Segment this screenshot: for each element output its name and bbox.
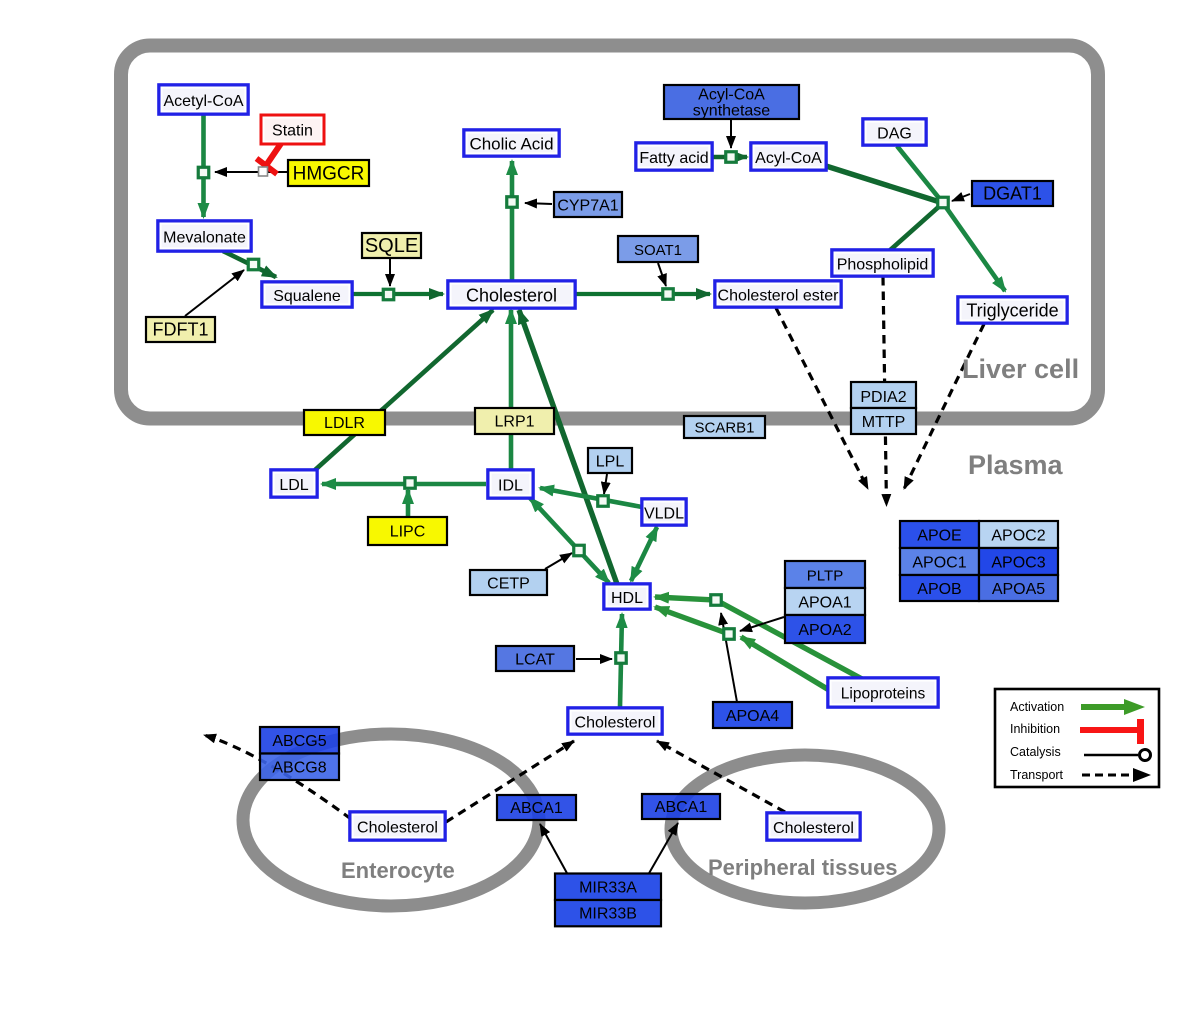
svg-text:Mevalonate: Mevalonate	[163, 230, 246, 247]
svg-text:Cholesterol: Cholesterol	[357, 820, 438, 837]
svg-text:APOC3: APOC3	[991, 555, 1045, 572]
svg-text:Phospholipid: Phospholipid	[837, 257, 929, 274]
svg-text:ABCA1: ABCA1	[510, 800, 563, 817]
svg-text:APOC1: APOC1	[912, 555, 966, 572]
svg-text:SQLE: SQLE	[365, 235, 418, 257]
svg-text:Cholesterol: Cholesterol	[773, 820, 854, 837]
svg-text:SCARB1: SCARB1	[694, 420, 754, 437]
svg-text:synthetase: synthetase	[693, 103, 770, 120]
svg-text:IDL: IDL	[498, 478, 523, 495]
svg-text:LPL: LPL	[596, 454, 625, 471]
svg-text:LCAT: LCAT	[515, 652, 555, 669]
svg-text:APOE: APOE	[917, 528, 961, 545]
svg-text:Liver cell: Liver cell	[962, 354, 1079, 384]
svg-text:CYP7A1: CYP7A1	[557, 198, 618, 215]
svg-text:Lipoproteins: Lipoproteins	[841, 686, 926, 703]
svg-text:Inhibition: Inhibition	[1010, 722, 1060, 736]
svg-text:Transport: Transport	[1010, 768, 1064, 782]
svg-text:APOB: APOB	[917, 581, 961, 598]
svg-text:SOAT1: SOAT1	[634, 242, 682, 259]
svg-text:LDLR: LDLR	[324, 415, 365, 432]
svg-text:MIR33B: MIR33B	[579, 906, 637, 923]
svg-text:ABCG5: ABCG5	[272, 733, 326, 750]
svg-text:Cholesterol: Cholesterol	[466, 286, 557, 306]
svg-text:APOA2: APOA2	[798, 622, 851, 639]
svg-text:HDL: HDL	[611, 590, 643, 607]
svg-text:APOA5: APOA5	[992, 581, 1045, 598]
svg-text:Activation: Activation	[1010, 700, 1064, 714]
svg-text:Triglyceride: Triglyceride	[966, 301, 1058, 321]
svg-text:MTTP: MTTP	[862, 414, 906, 431]
svg-text:PLTP: PLTP	[807, 568, 843, 585]
svg-text:Cholesterol: Cholesterol	[575, 715, 656, 732]
svg-text:HMGCR: HMGCR	[293, 164, 365, 185]
svg-text:Enterocyte: Enterocyte	[341, 858, 455, 883]
svg-text:Statin: Statin	[272, 123, 313, 140]
svg-text:Acyl-CoA: Acyl-CoA	[755, 150, 822, 167]
svg-text:LDL: LDL	[279, 477, 308, 494]
svg-text:DAG: DAG	[877, 126, 912, 143]
svg-text:Cholesterol ester: Cholesterol ester	[718, 288, 840, 305]
svg-text:Catalysis: Catalysis	[1010, 745, 1061, 759]
svg-text:APOC2: APOC2	[991, 528, 1045, 545]
svg-text:ABCG8: ABCG8	[272, 760, 326, 777]
svg-text:VLDL: VLDL	[644, 506, 684, 523]
svg-text:MIR33A: MIR33A	[579, 880, 637, 897]
svg-text:Acyl-CoA: Acyl-CoA	[698, 87, 765, 104]
svg-text:LIPC: LIPC	[390, 524, 426, 541]
svg-text:ABCA1: ABCA1	[655, 799, 708, 816]
svg-text:APOA1: APOA1	[798, 595, 851, 612]
svg-text:Peripheral tissues: Peripheral tissues	[708, 855, 898, 880]
svg-text:Cholic Acid: Cholic Acid	[469, 135, 553, 154]
svg-text:FDFT1: FDFT1	[153, 320, 209, 340]
svg-text:DGAT1: DGAT1	[983, 184, 1042, 204]
svg-text:Acetyl-CoA: Acetyl-CoA	[163, 93, 243, 110]
svg-text:Plasma: Plasma	[968, 450, 1064, 480]
svg-text:PDIA2: PDIA2	[860, 389, 906, 406]
svg-text:Fatty acid: Fatty acid	[639, 150, 708, 167]
svg-text:LRP1: LRP1	[494, 414, 534, 431]
svg-text:Squalene: Squalene	[273, 288, 341, 305]
svg-text:CETP: CETP	[487, 576, 530, 593]
svg-text:APOA4: APOA4	[726, 708, 779, 725]
